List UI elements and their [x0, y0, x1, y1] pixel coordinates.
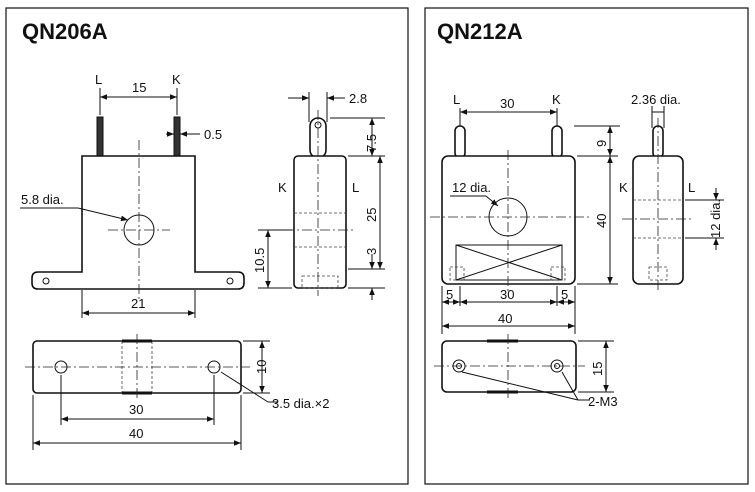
bottom-view: 15 2-M3: [434, 334, 618, 409]
dim-side-lower: 3: [364, 248, 379, 255]
dim-hole-dia: 5.8 dia.: [21, 192, 64, 207]
inner-box: [455, 244, 563, 281]
model-title: QN206A: [22, 19, 108, 44]
side-body: [293, 155, 347, 289]
dim-left-margin: 5: [446, 287, 453, 302]
dim-mount-holes: 2-M3: [588, 394, 618, 409]
terminal-label-k: K: [172, 72, 181, 87]
panel-frame: [424, 7, 749, 485]
side-terminal-k: K: [278, 180, 287, 195]
side-view: 2.8 K L 7.5 25 3 10.5: [252, 91, 385, 300]
dim-bottom-length: 40: [129, 426, 143, 441]
side-view: 2.36 dia. 9 K L 12 dia.: [574, 92, 724, 292]
terminal-label-l: L: [453, 92, 460, 107]
mount-hole: [226, 277, 234, 285]
side-terminal-k: K: [619, 180, 628, 195]
bottom-view: 10 3.5 dia.×2 30 40: [25, 334, 329, 450]
dim-right-margin: 5: [561, 287, 568, 302]
terminal-label-k: K: [552, 92, 561, 107]
front-view: L K 15 0.5 5.8 dia. 21: [20, 72, 245, 318]
dim-pin-thickness: 2.8: [349, 91, 367, 106]
sensor-body: [31, 155, 245, 290]
base-plate: [441, 340, 577, 393]
dim-side-offset: 12 dia.: [708, 199, 723, 238]
dim-hole-pitch: 30: [129, 402, 143, 417]
dim-bottom-depth: 10: [254, 360, 269, 374]
dim-pin-pitch: 15: [132, 80, 146, 95]
panel-qn206a: QN206A L K 15 0.5 5.8 dia.: [5, 7, 409, 485]
dim-pin-height: 7.5: [364, 134, 379, 152]
dim-bottom-depth: 15: [590, 362, 605, 376]
dim-pin-width: 0.5: [204, 127, 222, 142]
dim-pin-dia: 2.36 dia.: [631, 92, 681, 107]
dim-side-height: 25: [364, 208, 379, 222]
side-terminal-l: L: [688, 180, 695, 195]
dim-pin-height: 9: [594, 140, 609, 147]
terminal-pin: [454, 125, 466, 159]
dim-base-width: 21: [131, 296, 145, 311]
dim-hole-dia: 12 dia.: [452, 180, 491, 195]
dim-body-height: 40: [594, 214, 609, 228]
model-title: QN212A: [437, 19, 523, 44]
dim-pin-pitch: 30: [500, 96, 514, 111]
panel-qn212a: QN212A L K 30 12 dia.: [424, 7, 749, 485]
panel-frame: [5, 7, 409, 485]
side-terminal-l: L: [352, 180, 359, 195]
terminal-pin: [173, 116, 181, 158]
dim-side-center: 10.5: [252, 248, 267, 273]
terminal-pin: [551, 125, 563, 159]
front-view: L K 30 12 dia. 40: [430, 92, 618, 334]
dim-mount-holes: 3.5 dia.×2: [272, 396, 329, 411]
terminal-label-l: L: [95, 72, 102, 87]
mount-hole: [42, 277, 50, 285]
sensor-body: [441, 155, 576, 285]
dim-total-width: 40: [498, 311, 512, 326]
dim-center-span: 30: [500, 287, 514, 302]
terminal-pin: [96, 116, 104, 158]
